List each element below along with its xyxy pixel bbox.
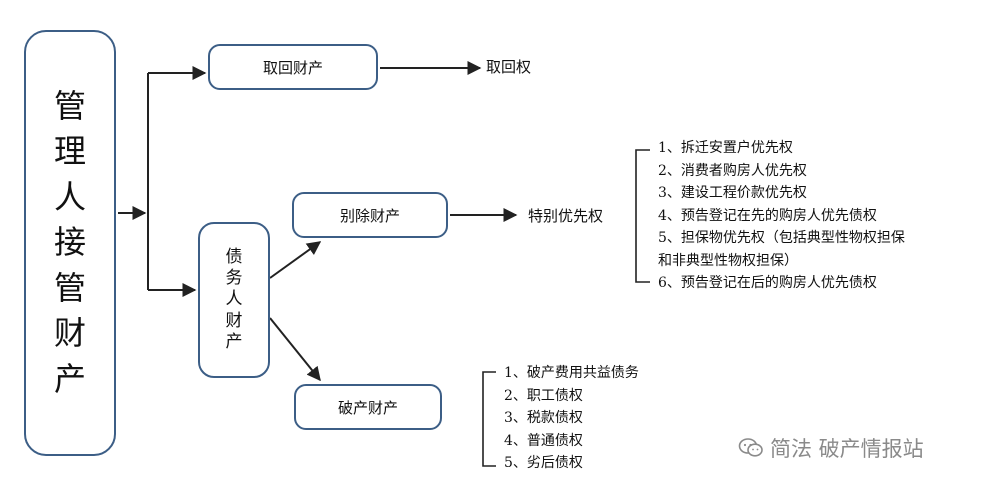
list-item: 5、劣后债权 — [504, 455, 583, 471]
debtor-char: 债 — [225, 246, 243, 267]
root-char: 管 — [53, 86, 86, 125]
bankruptcy-property-box: 破产财产 — [294, 384, 442, 430]
list-item: 1、破产费用共益债务 — [504, 365, 639, 381]
bracket-exclusion — [635, 149, 650, 283]
debtor-char: 财 — [225, 310, 243, 331]
root-char: 人 — [53, 177, 86, 216]
root-char: 管 — [53, 268, 86, 307]
debtor-char: 产 — [225, 331, 243, 352]
list-item: 3、建设工程价款优先权 — [658, 185, 807, 201]
list-item: 6、预告登记在后的购房人优先债权 — [658, 275, 877, 291]
list-item: 5、担保物优先权（包括典型性物权担保 — [658, 230, 905, 246]
arrow-debtor-to-bankruptcy — [269, 317, 321, 382]
root-box-manager-takes-over-property: 管 理 人 接 管 财 产 — [24, 30, 116, 456]
exclusion-property-label: 别除财产 — [339, 206, 400, 225]
root-char: 理 — [53, 132, 86, 171]
root-char: 接 — [53, 223, 86, 262]
retrieve-property-label: 取回财产 — [262, 58, 323, 77]
root-char: 财 — [53, 314, 86, 353]
exclusion-property-box: 别除财产 — [292, 192, 448, 238]
debtor-char: 人 — [225, 289, 243, 310]
bankruptcy-property-label: 破产财产 — [337, 398, 398, 417]
root-char: 产 — [53, 359, 86, 398]
bankruptcy-claims-list: 1、破产费用共益债务 2、职工债权 3、税款债权 4、普通债权 5、劣后债权 — [504, 362, 639, 475]
list-item: 和非典型性物权担保） — [658, 252, 798, 269]
arrow-debtor-to-exclusion — [269, 241, 322, 279]
debtor-property-box: 债 务 人 财 产 — [198, 222, 270, 378]
retrieve-result-label: 取回权 — [486, 58, 532, 76]
exclusion-result-label: 特别优先权 — [528, 207, 604, 225]
watermark: 简法 破产情报站 — [738, 433, 924, 463]
list-item: 2、消费者购房人优先权 — [658, 162, 807, 179]
list-item: 1、拆迁安置户优先权 — [658, 140, 793, 156]
debtor-char: 务 — [225, 268, 243, 289]
retrieve-property-box: 取回财产 — [208, 44, 378, 90]
watermark-text: 简法 破产情报站 — [770, 437, 924, 461]
bracket-bankruptcy — [482, 371, 496, 467]
list-item: 4、预告登记在先的购房人优先债权 — [658, 207, 877, 224]
list-item: 4、普通债权 — [504, 432, 583, 449]
list-item: 2、职工债权 — [504, 387, 583, 404]
wechat-icon — [738, 438, 763, 457]
exclusion-priority-list: 1、拆迁安置户优先权 2、消费者购房人优先权 3、建设工程价款优先权 4、预告登… — [658, 137, 905, 295]
list-item: 3、税款债权 — [504, 410, 583, 426]
